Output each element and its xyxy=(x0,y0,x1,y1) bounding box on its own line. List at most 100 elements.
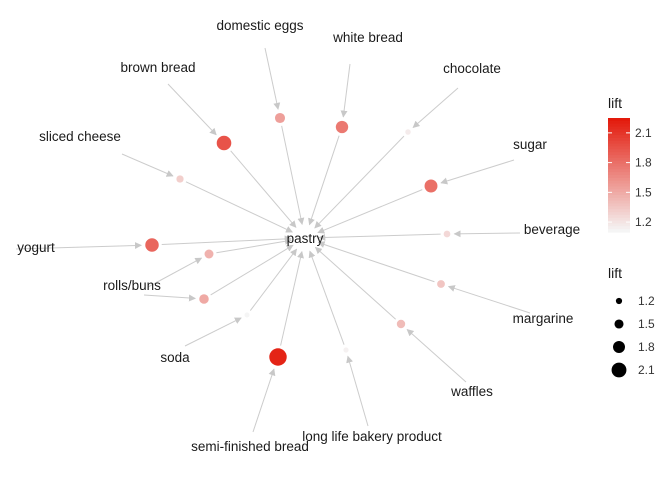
color-ramp-step xyxy=(608,149,630,153)
item-label: semi-finished bread xyxy=(191,439,309,454)
color-ramp-step xyxy=(608,166,630,170)
item-label: white bread xyxy=(332,30,403,45)
edge-to-center xyxy=(249,248,297,311)
edge-from-item xyxy=(15,242,142,250)
color-ramp-step xyxy=(608,132,630,136)
edge-from-item xyxy=(406,328,467,383)
color-ramp-step xyxy=(608,209,630,213)
size-legend-dot xyxy=(615,297,623,305)
edge-to-center xyxy=(210,244,294,296)
color-ramp-step xyxy=(608,160,630,165)
color-ramp-step xyxy=(608,226,630,230)
edge-to-center xyxy=(314,246,396,320)
edge-from-item xyxy=(147,257,203,288)
color-ramp-step xyxy=(608,183,630,187)
edge-from-item xyxy=(412,87,459,128)
color-ramp-step xyxy=(608,137,630,142)
color-ramp-step xyxy=(608,229,630,233)
rule-node[interactable] xyxy=(269,348,287,366)
size-legend-title: lift xyxy=(608,265,622,281)
color-ramp-step xyxy=(608,194,630,199)
color-ramp-step xyxy=(608,172,630,176)
size-legend-dot xyxy=(611,362,627,378)
edge-from-item xyxy=(252,368,276,433)
rule-node[interactable] xyxy=(396,319,406,329)
rule-node[interactable] xyxy=(335,120,349,134)
edge-to-center xyxy=(317,189,423,234)
size-legend-dot xyxy=(614,319,624,329)
edge-to-center xyxy=(317,241,435,283)
color-ramp-step xyxy=(608,135,630,139)
edge-from-item xyxy=(184,317,242,347)
edge-from-item xyxy=(440,159,515,185)
edge-from-item xyxy=(346,355,369,427)
edge-to-center xyxy=(185,181,293,233)
item-label: rolls/buns xyxy=(103,278,161,293)
item-label: yogurt xyxy=(17,240,55,255)
rule-node[interactable] xyxy=(244,312,250,318)
size-tick-label: 1.8 xyxy=(638,340,655,354)
color-ramp-step xyxy=(608,123,630,128)
rule-node[interactable] xyxy=(424,179,438,193)
color-tick-label: 2.1 xyxy=(635,126,652,140)
edge-to-center xyxy=(216,237,292,254)
item-label: brown bread xyxy=(120,60,195,75)
edge-from-item xyxy=(453,230,521,238)
rule-node[interactable] xyxy=(199,294,209,304)
color-ramp-step xyxy=(608,192,630,196)
color-legend-title: lift xyxy=(608,95,622,111)
color-ramp-step xyxy=(608,189,630,193)
item-label: domestic eggs xyxy=(216,18,303,33)
color-ramp-step xyxy=(608,143,630,148)
rule-node[interactable] xyxy=(437,280,445,288)
rule-node[interactable] xyxy=(443,230,451,238)
color-ramp-step xyxy=(608,203,630,207)
color-ramp-step xyxy=(608,214,630,219)
rule-node[interactable] xyxy=(204,249,214,259)
size-legend-dot xyxy=(613,341,625,353)
edge-to-center xyxy=(230,150,297,228)
color-ramp-step xyxy=(608,155,630,159)
edge-to-center xyxy=(314,135,405,229)
color-ramp-step xyxy=(608,152,630,156)
edge-to-center xyxy=(318,233,441,241)
rule-node[interactable] xyxy=(343,347,349,353)
color-ramp-step xyxy=(608,146,630,150)
edges xyxy=(15,47,531,433)
color-ramp-step xyxy=(608,180,630,185)
edge-from-item xyxy=(143,294,196,302)
item-label: margarine xyxy=(513,311,574,326)
rule-node[interactable] xyxy=(274,112,286,124)
color-ramp-step xyxy=(608,197,630,202)
rule-node[interactable] xyxy=(145,238,159,252)
edge-to-center xyxy=(308,135,340,226)
edge-to-center xyxy=(161,235,292,246)
color-tick-label: 1.5 xyxy=(635,185,652,199)
edge-from-item xyxy=(167,83,217,136)
item-label: long life bakery product xyxy=(302,429,442,444)
size-tick-label: 2.1 xyxy=(638,363,655,377)
rule-node[interactable] xyxy=(176,175,184,183)
color-ramp-step xyxy=(608,217,630,222)
size-legend: lift 1.2 1.5 1.8 2.1 xyxy=(608,265,655,378)
edge-to-center xyxy=(308,250,345,345)
item-label: waffles xyxy=(450,384,493,399)
color-ramp-step xyxy=(608,186,630,190)
color-ramp-step xyxy=(608,120,630,125)
size-tick-label: 1.5 xyxy=(638,317,655,331)
edge-from-item xyxy=(340,63,351,118)
edge-from-item xyxy=(121,153,174,177)
nodes xyxy=(145,112,451,366)
color-ramp-step xyxy=(608,129,630,133)
size-tick-label: 1.2 xyxy=(638,294,655,308)
rule-node[interactable] xyxy=(216,135,232,151)
edge-to-center xyxy=(281,125,305,225)
rule-node[interactable] xyxy=(405,129,411,135)
color-ramp-step xyxy=(608,220,630,225)
color-ramp-step xyxy=(608,163,630,168)
edge-from-item xyxy=(264,47,281,110)
